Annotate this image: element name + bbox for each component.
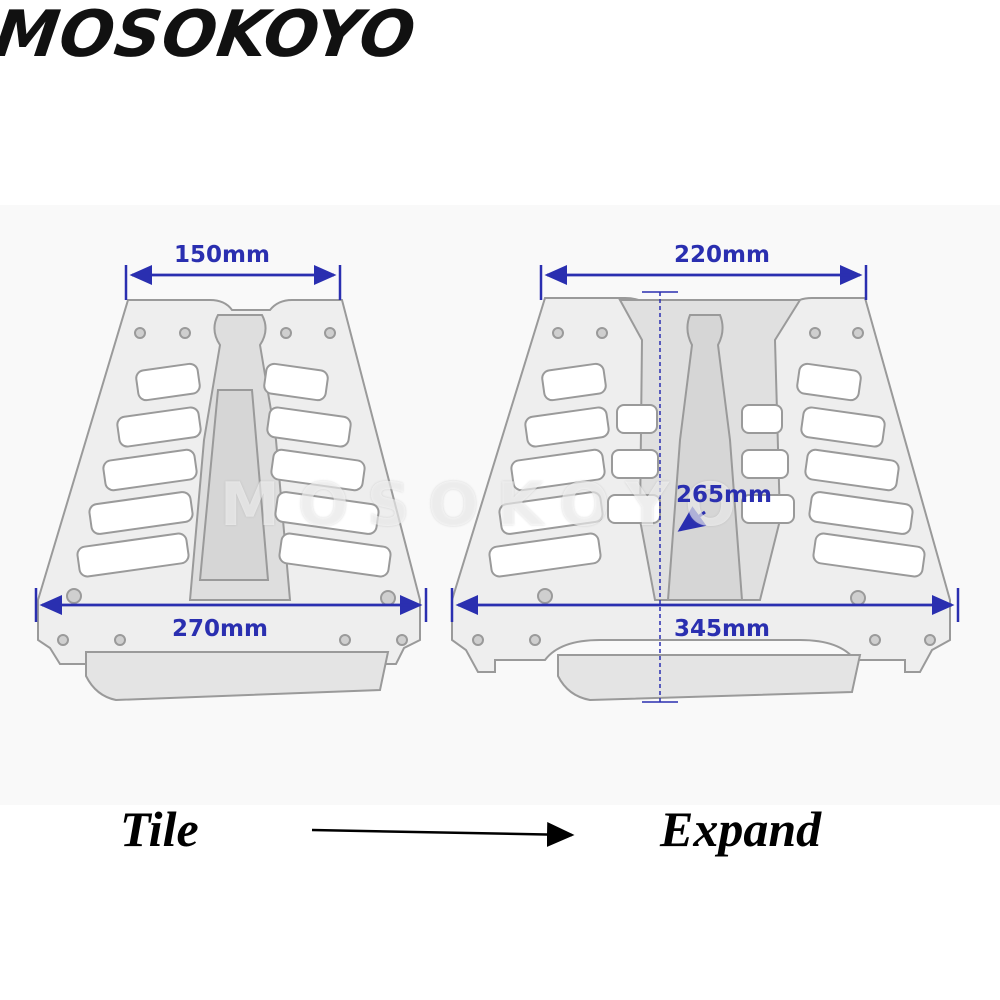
expand-label: Expand: [660, 801, 822, 857]
brand-logo: MOSOKOYO: [0, 0, 421, 72]
tile-plate: [37, 299, 421, 702]
expand-height-label: 265mm: [676, 482, 772, 508]
expand-plate: [451, 297, 951, 702]
tile-label: Tile: [120, 801, 199, 857]
brand-watermark: MOSOKOYO: [220, 470, 754, 540]
tile-top-dimension-line: [124, 265, 342, 300]
tile-top-width-label: 150mm: [174, 242, 270, 268]
tile-to-expand-arrow: [311, 822, 575, 848]
expand-bottom-dimension-line: [450, 588, 960, 622]
tile-bottom-dimension-line: [34, 588, 428, 622]
tile-bottom-width-label: 270mm: [172, 616, 268, 642]
expand-top-width-label: 220mm: [674, 242, 770, 268]
expand-top-dimension-line: [539, 265, 868, 300]
expand-height-dimension-line: [642, 291, 707, 703]
expand-bottom-width-label: 345mm: [674, 616, 770, 642]
